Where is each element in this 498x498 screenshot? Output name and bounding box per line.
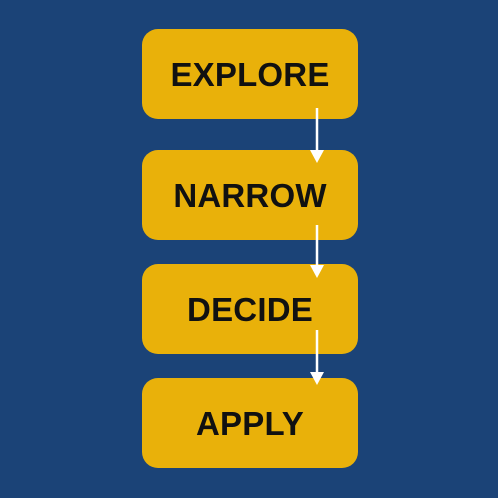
step-label: EXPLORE: [170, 55, 330, 93]
step-decide: DECIDE: [142, 264, 358, 354]
step-explore: EXPLORE: [142, 29, 358, 119]
step-label: APPLY: [196, 404, 304, 442]
step-label: DECIDE: [187, 290, 313, 328]
step-label: NARROW: [173, 176, 327, 214]
step-narrow: NARROW: [142, 150, 358, 240]
step-apply: APPLY: [142, 378, 358, 468]
